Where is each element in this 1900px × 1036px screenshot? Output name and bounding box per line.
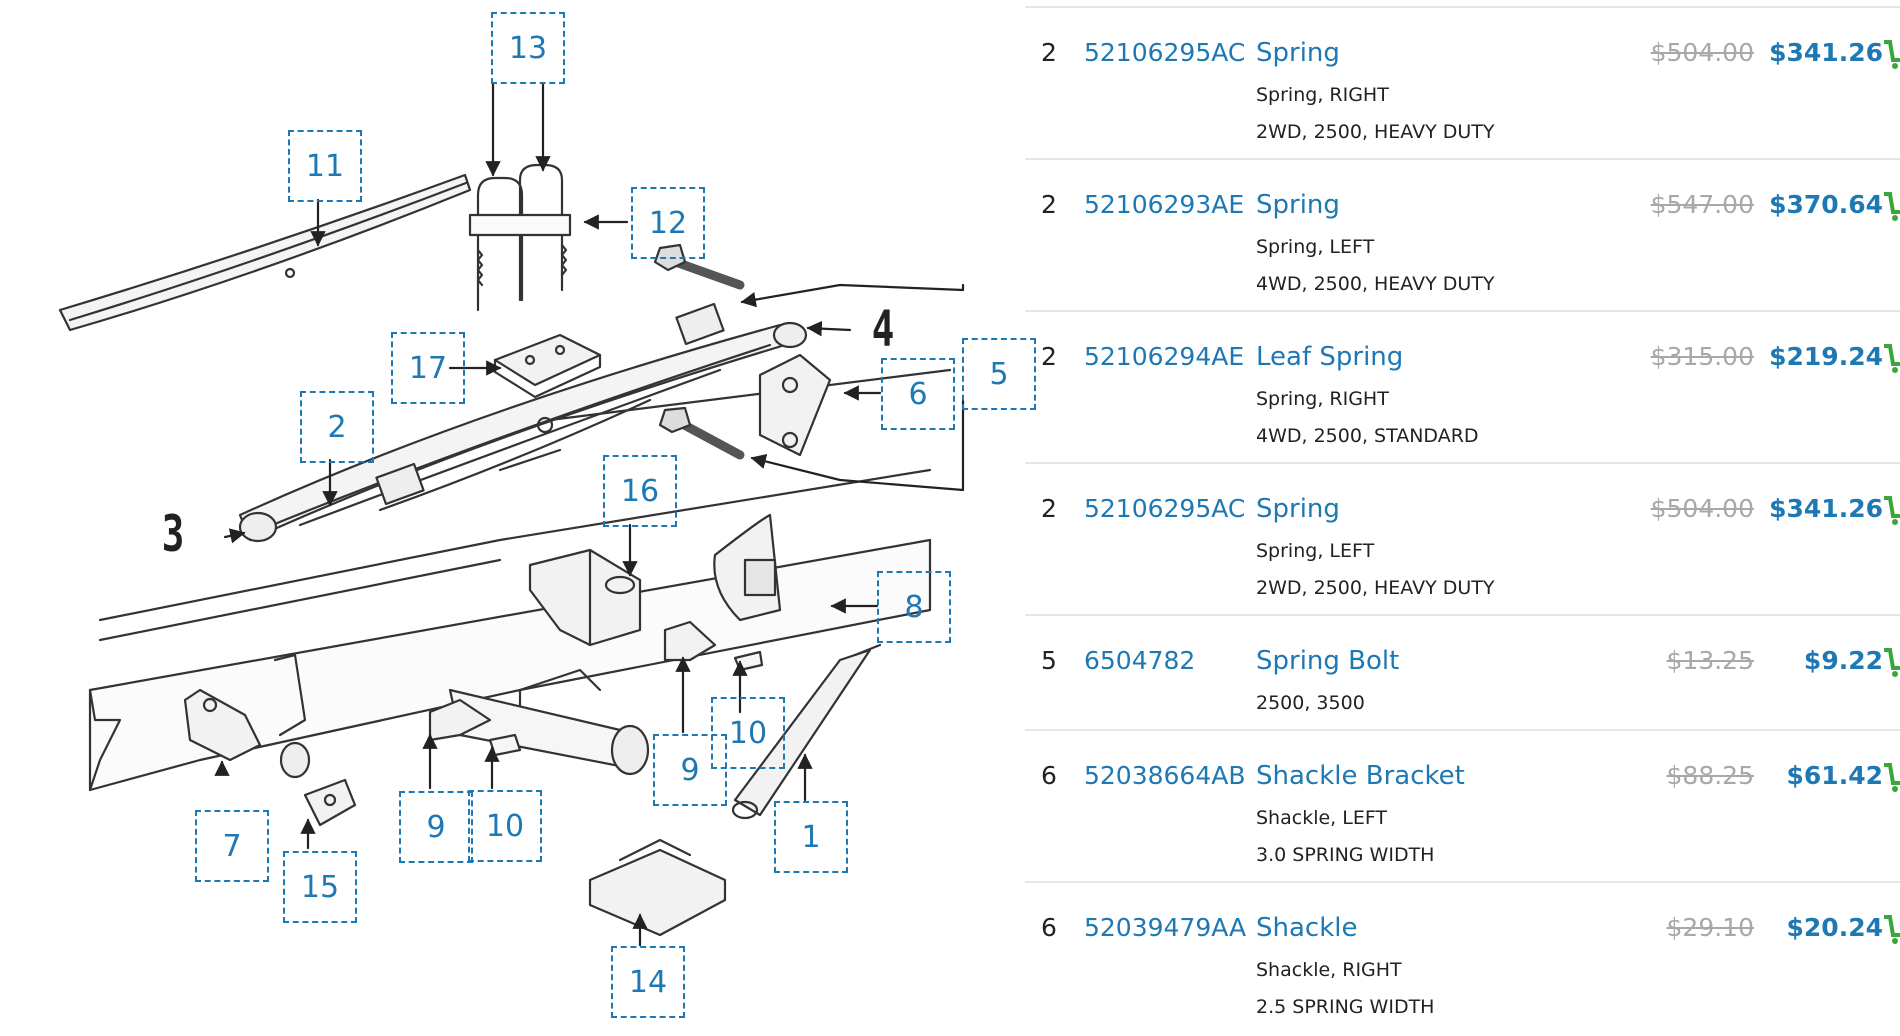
part-desc-line1: Spring, LEFT xyxy=(1256,540,1375,562)
parts-list: 2 52106295AC Spring Spring, RIGHT 2WD, 2… xyxy=(1025,0,1900,1036)
cart-icon[interactable] xyxy=(1882,190,1900,222)
list-price: $504.00 xyxy=(1650,494,1754,523)
list-price: $547.00 xyxy=(1650,190,1754,219)
part-name-link[interactable]: Spring xyxy=(1256,190,1340,220)
frame-rail xyxy=(88,368,952,792)
part-number-link[interactable]: 6504782 xyxy=(1084,646,1196,675)
part-desc-line2: 2.5 SPRING WIDTH xyxy=(1256,996,1435,1018)
cart-icon[interactable] xyxy=(1882,646,1900,678)
callout-10-right[interactable]: 10 xyxy=(711,697,785,769)
part-name-link[interactable]: Spring xyxy=(1256,38,1340,68)
part-row: 6 52038664AB Shackle Bracket Shackle, LE… xyxy=(1025,729,1900,882)
parts-diagram: 13 11 12 17 5 6 2 16 8 10 9 9 10 1 7 15 … xyxy=(58,12,1036,1018)
front-hanger xyxy=(183,653,311,779)
leaf-spring xyxy=(238,302,808,543)
part-desc-line1: Spring, RIGHT xyxy=(1256,84,1389,106)
shackle-bracket xyxy=(713,513,782,622)
part-qty: 2 xyxy=(1041,38,1057,67)
sale-price: $341.26 xyxy=(1769,38,1883,67)
sale-price: $341.26 xyxy=(1769,494,1883,523)
spring-seat xyxy=(588,838,727,937)
sale-price: $219.24 xyxy=(1769,342,1883,371)
sale-price: $370.64 xyxy=(1769,190,1883,219)
callout-3[interactable]: 3 xyxy=(161,505,185,563)
callout-5[interactable]: 5 xyxy=(962,338,1036,410)
part-name-link[interactable]: Spring xyxy=(1256,494,1340,524)
callout-1[interactable]: 1 xyxy=(774,801,848,873)
list-price: $315.00 xyxy=(1650,342,1754,371)
cart-icon[interactable] xyxy=(1882,38,1900,70)
part-qty: 6 xyxy=(1041,913,1057,942)
part-qty: 2 xyxy=(1041,494,1057,523)
callout-11[interactable]: 11 xyxy=(288,130,362,202)
part-qty: 5 xyxy=(1041,646,1057,675)
part-desc-line1: Shackle, RIGHT xyxy=(1256,959,1402,981)
part-desc-line2: 4WD, 2500, HEAVY DUTY xyxy=(1256,273,1495,295)
cart-icon[interactable] xyxy=(1882,342,1900,374)
sale-price: $9.22 xyxy=(1803,646,1883,675)
callout-14[interactable]: 14 xyxy=(611,946,685,1018)
part-number-link[interactable]: 52106293AE xyxy=(1084,190,1245,219)
sale-price: $61.42 xyxy=(1786,761,1883,790)
callout-2[interactable]: 2 xyxy=(300,391,374,463)
cart-icon[interactable] xyxy=(1882,913,1900,945)
exploded-view-drawing xyxy=(58,81,965,947)
callout-16[interactable]: 16 xyxy=(603,455,677,527)
callout-7[interactable]: 7 xyxy=(195,810,269,882)
part-name-link[interactable]: Leaf Spring xyxy=(1256,342,1404,372)
callout-13[interactable]: 13 xyxy=(491,12,565,84)
part-name-link[interactable]: Shackle xyxy=(1256,913,1358,943)
callout-15[interactable]: 15 xyxy=(283,851,357,923)
u-bolts xyxy=(468,163,572,312)
part-qty: 6 xyxy=(1041,761,1057,790)
part-desc-line1: 2500, 3500 xyxy=(1256,692,1365,714)
part-row: 2 52106294AE Leaf Spring Spring, RIGHT 4… xyxy=(1025,310,1900,463)
list-price: $88.25 xyxy=(1666,761,1754,790)
callout-9-right[interactable]: 9 xyxy=(653,734,727,806)
jounce-bumper xyxy=(528,548,642,647)
part-desc-line2: 2WD, 2500, HEAVY DUTY xyxy=(1256,121,1495,143)
part-desc-line2: 3.0 SPRING WIDTH xyxy=(1256,844,1435,866)
list-price: $13.25 xyxy=(1666,646,1754,675)
part-name-link[interactable]: Shackle Bracket xyxy=(1256,761,1465,791)
cart-icon[interactable] xyxy=(1882,761,1900,793)
list-price: $29.10 xyxy=(1666,913,1754,942)
callout-6[interactable]: 6 xyxy=(881,358,955,430)
part-number-link[interactable]: 52039479AA xyxy=(1084,913,1247,942)
callout-10-left[interactable]: 10 xyxy=(468,790,542,862)
list-price: $504.00 xyxy=(1650,38,1754,67)
part-row: 2 52106295AC Spring Spring, RIGHT 2WD, 2… xyxy=(1025,6,1900,159)
part-desc-line1: Shackle, LEFT xyxy=(1256,807,1388,829)
part-number-link[interactable]: 52038664AB xyxy=(1084,761,1246,790)
shock-absorber xyxy=(731,643,882,820)
part-desc-line1: Spring, LEFT xyxy=(1256,236,1375,258)
part-number-link[interactable]: 52106294AE xyxy=(1084,342,1245,371)
axle-tube xyxy=(448,668,650,776)
part-number-link[interactable]: 52106295AC xyxy=(1084,494,1246,523)
callout-8[interactable]: 8 xyxy=(877,571,951,643)
bump-stop xyxy=(303,778,357,827)
callout-17[interactable]: 17 xyxy=(391,332,465,404)
callout-9-left[interactable]: 9 xyxy=(399,791,473,863)
part-row: 2 52106295AC Spring Spring, LEFT 2WD, 25… xyxy=(1025,462,1900,615)
part-desc-line1: Spring, RIGHT xyxy=(1256,388,1389,410)
part-row: 6 52039479AA Shackle Shackle, RIGHT 2.5 … xyxy=(1025,881,1900,1036)
part-number-link[interactable]: 52106295AC xyxy=(1084,38,1246,67)
shackle xyxy=(758,353,832,457)
part-desc-line2: 2WD, 2500, HEAVY DUTY xyxy=(1256,577,1495,599)
part-qty: 2 xyxy=(1041,190,1057,219)
sale-price: $20.24 xyxy=(1786,913,1883,942)
overload-leaf xyxy=(58,173,472,332)
part-desc-line2: 4WD, 2500, STANDARD xyxy=(1256,425,1479,447)
part-name-link[interactable]: Spring Bolt xyxy=(1256,646,1400,676)
part-row: 5 6504782 Spring Bolt 2500, 3500 $13.25 … xyxy=(1025,614,1900,730)
leader-arrows xyxy=(214,81,965,947)
part-row: 2 52106293AE Spring Spring, LEFT 4WD, 25… xyxy=(1025,158,1900,311)
cart-icon[interactable] xyxy=(1882,494,1900,526)
part-qty: 2 xyxy=(1041,342,1057,371)
callout-4[interactable]: 4 xyxy=(871,300,895,358)
callout-12[interactable]: 12 xyxy=(631,187,705,259)
